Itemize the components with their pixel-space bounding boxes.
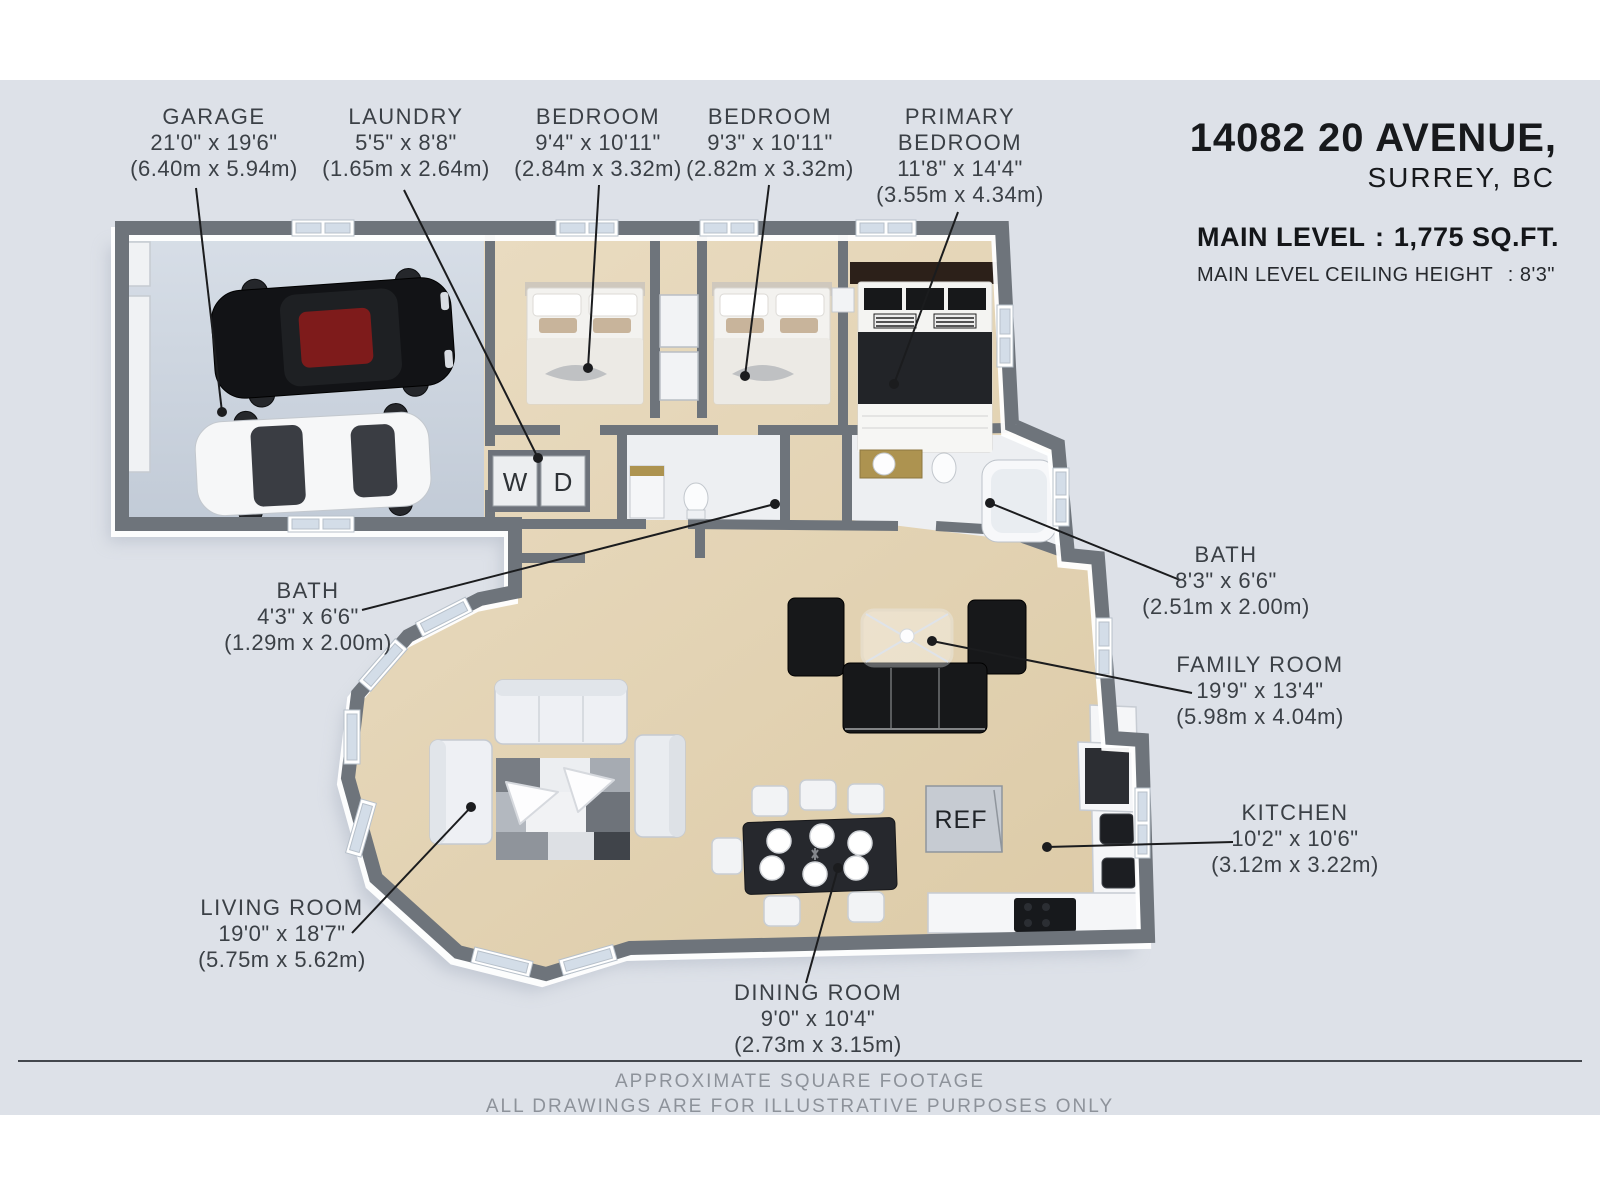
room-imperial: 19'9" x 13'4" <box>1196 678 1324 703</box>
room-metric: (2.51m x 2.00m) <box>1142 594 1310 619</box>
hall-bath-floor <box>627 435 780 520</box>
primary-bed <box>831 262 1000 453</box>
room-metric: (1.29m x 2.00m) <box>224 630 392 655</box>
level-area-row: MAIN LEVEL : 1,775 SQ.FT. <box>1197 222 1559 253</box>
room-label-family-room: FAMILY ROOM 19'9" x 13'4" (5.98m x 4.04m… <box>1176 652 1344 730</box>
side-tables <box>505 767 615 825</box>
ceiling-height-row: MAIN LEVEL CEILING HEIGHT : 8'3" <box>1197 264 1555 287</box>
room-label-laundry: LAUNDRY 5'5" x 8'8" (1.65m x 2.64m) <box>322 104 490 182</box>
room-label-garage: GARAGE 21'0" x 19'6" (6.40m x 5.94m) <box>130 104 298 182</box>
room-metric: (2.82m x 3.32m) <box>686 156 854 181</box>
dining-set <box>711 779 898 927</box>
room-metric: (3.12m x 3.22m) <box>1211 852 1379 877</box>
family-sofa-set <box>787 597 1027 734</box>
fridge-label: REF <box>935 806 988 834</box>
room-metric: (6.40m x 5.94m) <box>130 156 298 181</box>
room-name: KITCHEN <box>1241 800 1349 825</box>
address-line1: 14082 20 AVENUE, <box>1189 116 1557 160</box>
room-metric: (5.75m x 5.62m) <box>198 947 366 972</box>
room-imperial: 4'3" x 6'6" <box>257 604 359 629</box>
room-imperial: 19'0" x 18'7" <box>218 921 346 946</box>
room-imperial: 11'8" x 14'4" <box>897 156 1023 181</box>
dryer-label: D <box>554 467 573 497</box>
ceiling-label: MAIN LEVEL CEILING HEIGHT <box>1197 264 1494 286</box>
black-car <box>211 268 455 408</box>
room-name: BEDROOM <box>707 104 833 129</box>
level-area: 1,775 SQ.FT. <box>1393 222 1559 252</box>
room-name: LIVING ROOM <box>200 895 364 920</box>
washer-label: W <box>503 467 528 497</box>
room-metric: (2.73m x 3.15m) <box>734 1032 902 1057</box>
room-name: PRIMARY BEDROOM <box>897 104 1023 155</box>
room-name: GARAGE <box>162 104 266 129</box>
room-imperial: 9'3" x 10'11" <box>707 130 833 155</box>
windows <box>287 219 1151 978</box>
room-label-bedroom1: BEDROOM 9'4" x 10'11" (2.84m x 3.32m) <box>514 104 682 182</box>
white-car <box>194 403 432 524</box>
living-sofa-set <box>429 679 686 845</box>
room-name: DINING ROOM <box>733 980 903 1005</box>
room-label-living-room: LIVING ROOM 19'0" x 18'7" (5.75m x 5.62m… <box>198 895 366 973</box>
room-imperial: 10'2" x 10'6" <box>1231 826 1359 851</box>
room-label-kitchen: KITCHEN 10'2" x 10'6" (3.12m x 3.22m) <box>1211 800 1379 878</box>
room-label-bath-hall: BATH 4'3" x 6'6" (1.29m x 2.00m) <box>224 578 392 656</box>
footer-line1: APPROXIMATE SQUARE FOOTAGE <box>614 1071 986 1092</box>
room-metric: (3.55m x 4.34m) <box>876 182 1044 207</box>
room-metric: (1.65m x 2.64m) <box>322 156 490 181</box>
room-imperial: 8'3" x 6'6" <box>1175 568 1277 593</box>
ceiling-value: : 8'3" <box>1507 264 1555 286</box>
room-imperial: 9'4" x 10'11" <box>535 130 661 155</box>
level-separator: : <box>1374 222 1385 252</box>
room-imperial: 21'0" x 19'6" <box>150 130 278 155</box>
level-label: MAIN LEVEL <box>1197 222 1366 252</box>
kitchen-sinks <box>1099 813 1148 889</box>
room-metric: (2.84m x 3.32m) <box>514 156 682 181</box>
bed-1 <box>525 282 645 405</box>
leader-dots <box>217 363 1052 873</box>
coffee-table <box>860 608 954 668</box>
room-imperial: 5'5" x 8'8" <box>355 130 457 155</box>
room-label-bedroom2: BEDROOM 9'3" x 10'11" (2.82m x 3.32m) <box>686 104 854 182</box>
room-metric: (5.98m x 4.04m) <box>1176 704 1344 729</box>
leader-lines <box>195 184 1234 984</box>
footer-divider <box>18 1060 1582 1062</box>
room-name: BATH <box>1194 542 1258 567</box>
stove <box>1014 898 1076 932</box>
hall-bath-fixtures <box>629 465 709 520</box>
wall-oven <box>1085 748 1129 804</box>
room-name: BEDROOM <box>535 104 661 129</box>
room-label-bath-main: BATH 8'3" x 6'6" (2.51m x 2.00m) <box>1142 542 1310 620</box>
footer-line2: ALL DRAWINGS ARE FOR ILLUSTRATIVE PURPOS… <box>485 1096 1115 1117</box>
room-imperial: 9'0" x 10'4" <box>760 1006 876 1031</box>
room-name: FAMILY ROOM <box>1176 652 1344 677</box>
room-label-dining-room: DINING ROOM 9'0" x 10'4" (2.73m x 3.15m) <box>734 980 902 1058</box>
closet <box>659 294 699 401</box>
bed-2 <box>712 282 832 405</box>
address-line2: SURREY, BC <box>1367 162 1555 193</box>
fridge: REF <box>925 785 1003 853</box>
room-label-primary-bedroom: PRIMARY BEDROOM 11'8" x 14'4" (3.55m x 4… <box>876 104 1044 208</box>
room-name: LAUNDRY <box>348 104 464 129</box>
room-name: BATH <box>276 578 340 603</box>
